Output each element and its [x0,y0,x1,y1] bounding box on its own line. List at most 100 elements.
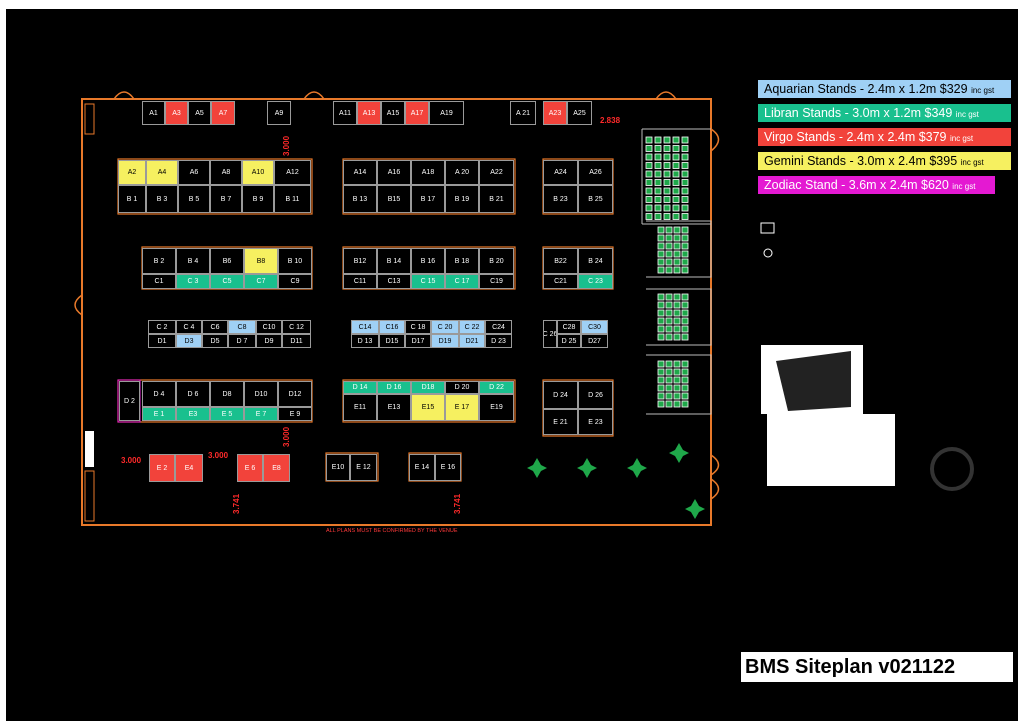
stand-a1[interactable]: A1 [142,101,165,125]
stand-e6[interactable]: E 6 [237,454,263,482]
stand-c17[interactable]: C 17 [445,274,479,289]
stand-a19[interactable]: A19 [429,101,464,125]
stand-b12[interactable]: B12 [343,248,377,274]
stand-b11[interactable]: B 11 [274,185,311,213]
stand-e5[interactable]: E 5 [210,407,244,421]
stand-d9[interactable]: D9 [256,334,282,348]
stand-d12[interactable]: D12 [278,381,312,407]
stand-d13[interactable]: D 13 [351,334,379,348]
stand-c3[interactable]: C 3 [176,274,210,289]
stand-c22[interactable]: C 22 [459,320,485,334]
stand-c5[interactable]: C5 [210,274,244,289]
stand-d10[interactable]: D10 [244,381,278,407]
stand-c13[interactable]: C13 [377,274,411,289]
stand-d25[interactable]: D 25 [557,334,581,348]
stand-c26[interactable]: C 26 [543,320,557,348]
stand-c8[interactable]: C8 [228,320,256,334]
stand-a5[interactable]: A5 [188,101,211,125]
stand-b21[interactable]: B 21 [479,185,514,213]
stand-a7[interactable]: A7 [211,101,235,125]
stand-c24[interactable]: C24 [485,320,512,334]
stand-e14[interactable]: E 14 [409,454,435,481]
stand-b1[interactable]: B 1 [118,185,146,213]
stand-a11[interactable]: A11 [333,101,357,125]
stand-a17[interactable]: A17 [405,101,429,125]
stand-a21[interactable]: A 21 [510,101,536,125]
stand-d6[interactable]: D 6 [176,381,210,407]
stand-e7[interactable]: E 7 [244,407,278,421]
stand-e16[interactable]: E 16 [435,454,461,481]
stand-b15[interactable]: B15 [377,185,411,213]
stand-d24[interactable]: D 24 [543,381,578,409]
stand-a13[interactable]: A13 [357,101,381,125]
stand-b9[interactable]: B 9 [242,185,274,213]
stand-b17[interactable]: B 17 [411,185,445,213]
stand-c2[interactable]: C 2 [148,320,176,334]
stand-a16[interactable]: A16 [377,160,411,185]
stand-c11[interactable]: C11 [343,274,377,289]
stand-b24[interactable]: B 24 [578,248,613,274]
stand-b5[interactable]: B 5 [178,185,210,213]
stand-e17[interactable]: E 17 [445,394,479,421]
stand-d19[interactable]: D19 [431,334,459,348]
stand-a26[interactable]: A26 [578,160,613,185]
stand-d23[interactable]: D 23 [485,334,512,348]
stand-d1[interactable]: D1 [148,334,176,348]
stand-c23[interactable]: C 23 [578,274,613,289]
stand-a24[interactable]: A24 [543,160,578,185]
stand-b18[interactable]: B 18 [445,248,479,274]
stand-c6[interactable]: C6 [202,320,228,334]
stand-b20[interactable]: B 20 [479,248,514,274]
stand-a8[interactable]: A8 [210,160,242,185]
stand-e11[interactable]: E11 [343,394,377,421]
stand-a20[interactable]: A 20 [445,160,479,185]
stand-b6[interactable]: B6 [210,248,244,274]
stand-c10[interactable]: C10 [256,320,282,334]
stand-b19[interactable]: B 19 [445,185,479,213]
stand-b13[interactable]: B 13 [343,185,377,213]
stand-a12[interactable]: A12 [274,160,311,185]
stand-c14[interactable]: C14 [351,320,379,334]
stand-b2[interactable]: B 2 [142,248,176,274]
stand-a23[interactable]: A23 [543,101,567,125]
stand-b10[interactable]: B 10 [278,248,312,274]
stand-d2[interactable]: D 2 [119,381,140,421]
stand-a25[interactable]: A25 [567,101,592,125]
stand-d26[interactable]: D 26 [578,381,613,409]
stand-d14[interactable]: D 14 [343,381,377,394]
stand-a14[interactable]: A14 [343,160,377,185]
stand-e3[interactable]: E3 [176,407,210,421]
stand-c30[interactable]: C30 [581,320,608,334]
stand-c9[interactable]: C9 [278,274,312,289]
stand-b22[interactable]: B22 [543,248,578,274]
stand-b4[interactable]: B 4 [176,248,210,274]
stand-c15[interactable]: C 15 [411,274,445,289]
stand-d3[interactable]: D3 [176,334,202,348]
stand-a22[interactable]: A22 [479,160,514,185]
stand-c1[interactable]: C1 [142,274,176,289]
stand-d20[interactable]: D 20 [445,381,479,394]
stand-b25[interactable]: B 25 [578,185,613,213]
stand-e13[interactable]: E13 [377,394,411,421]
stand-a18[interactable]: A18 [411,160,445,185]
stand-e8[interactable]: E8 [263,454,290,482]
stand-d22[interactable]: D 22 [479,381,514,394]
stand-d21[interactable]: D21 [459,334,485,348]
stand-d8[interactable]: D8 [210,381,244,407]
stand-a3[interactable]: A3 [165,101,188,125]
stand-d27[interactable]: D27 [581,334,608,348]
stand-e1[interactable]: E 1 [142,407,176,421]
stand-e9[interactable]: E 9 [278,407,312,421]
stand-e19[interactable]: E19 [479,394,514,421]
stand-d7[interactable]: D 7 [228,334,256,348]
stand-c4[interactable]: C 4 [176,320,202,334]
stand-c20[interactable]: C 20 [431,320,459,334]
stand-e4[interactable]: E4 [175,454,203,482]
stand-a2[interactable]: A2 [118,160,146,185]
stand-a10[interactable]: A10 [242,160,274,185]
stand-a6[interactable]: A6 [178,160,210,185]
stand-d18[interactable]: D18 [411,381,445,394]
stand-b16[interactable]: B 16 [411,248,445,274]
stand-e10[interactable]: E10 [326,454,350,481]
stand-b14[interactable]: B 14 [377,248,411,274]
